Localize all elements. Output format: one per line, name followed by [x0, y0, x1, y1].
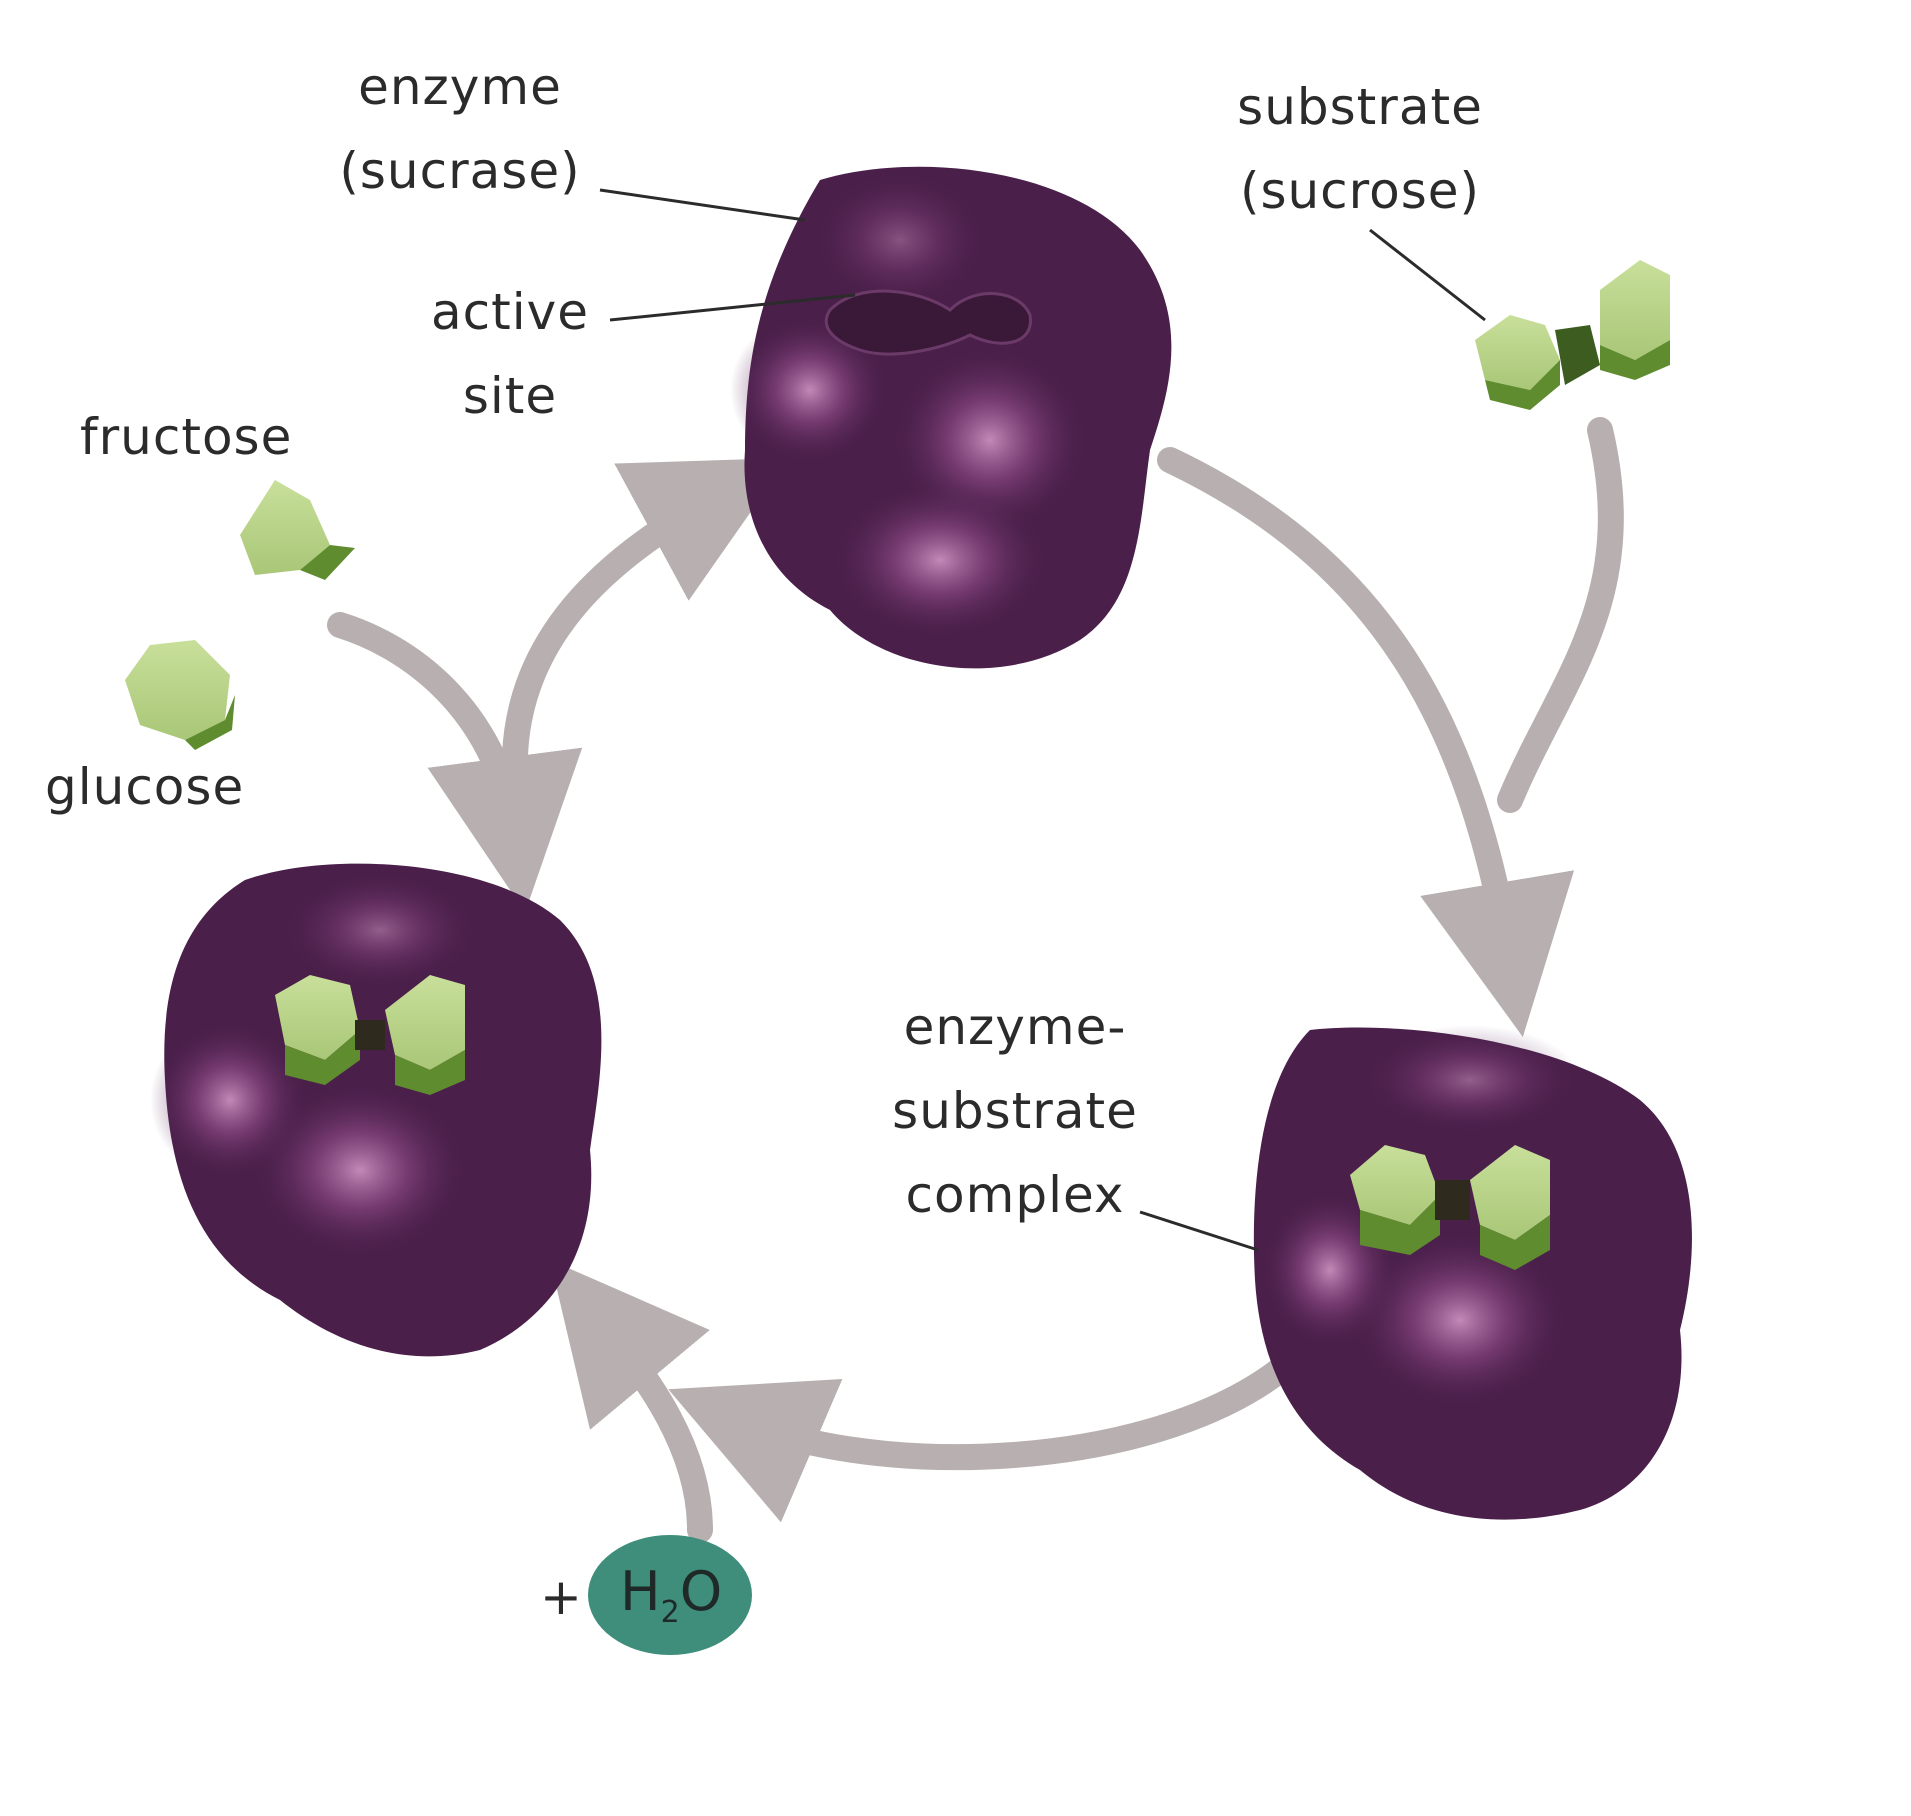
arrow-water-in: [550, 1260, 713, 1543]
complex-label-line3: complex: [905, 1166, 1125, 1224]
complex-label-line2: substrate: [892, 1082, 1138, 1140]
enzyme-label-line1: enzyme: [358, 58, 562, 116]
arrow-enzyme-to-complex: [1157, 447, 1575, 1037]
cycle-arrows: [327, 417, 1624, 1543]
fructose-label: fructose: [80, 408, 293, 466]
glucose-label: glucose: [45, 758, 245, 816]
complex-label: enzyme- substrate complex: [870, 985, 1160, 1237]
complex-leader: [1139, 1210, 1259, 1252]
active-site-label-line1: active: [431, 283, 589, 341]
arrow-substrate-in: [1497, 417, 1624, 813]
leader-lines: [599, 188, 1486, 1252]
substrate-label: substrate (sucrose): [1210, 65, 1510, 233]
active-site-label-line2: site: [462, 367, 558, 425]
arrow-complex-to-products: [668, 1357, 1293, 1523]
substrate-label-line2: (sucrose): [1239, 162, 1481, 220]
arrow-products-out: [327, 612, 583, 913]
substrate-leader: [1369, 228, 1486, 322]
water-label: H2O: [620, 1560, 722, 1630]
complex-label-line1: enzyme-: [903, 998, 1127, 1056]
enzyme-with-products: [150, 863, 602, 1357]
free-sucrose: [1475, 260, 1670, 410]
enzyme-label-line2: (sucrase): [339, 142, 581, 200]
glucose-molecule: [125, 640, 235, 750]
enzyme-substrate-complex: [1253, 1025, 1692, 1520]
enzyme-label: enzyme (sucrase): [310, 45, 610, 213]
water-label-subscript: 2: [660, 1594, 680, 1630]
water-label-h: H: [620, 1560, 661, 1623]
sucrose-bound-right: [1350, 1145, 1550, 1270]
active-site-label: active site: [410, 270, 610, 438]
sucrose-bound-left: [275, 975, 465, 1095]
water-label-o: O: [679, 1560, 723, 1623]
plus-sign: +: [540, 1568, 583, 1626]
enzyme-sucrase: [730, 166, 1172, 669]
enzyme-leader: [599, 188, 806, 222]
active-site: [824, 289, 1032, 356]
substrate-label-line1: substrate: [1237, 78, 1483, 136]
fructose-molecule: [240, 480, 355, 580]
arrow-products-to-enzyme: [502, 457, 789, 768]
water-molecule: [588, 1535, 752, 1655]
active-site-leader: [609, 293, 856, 322]
